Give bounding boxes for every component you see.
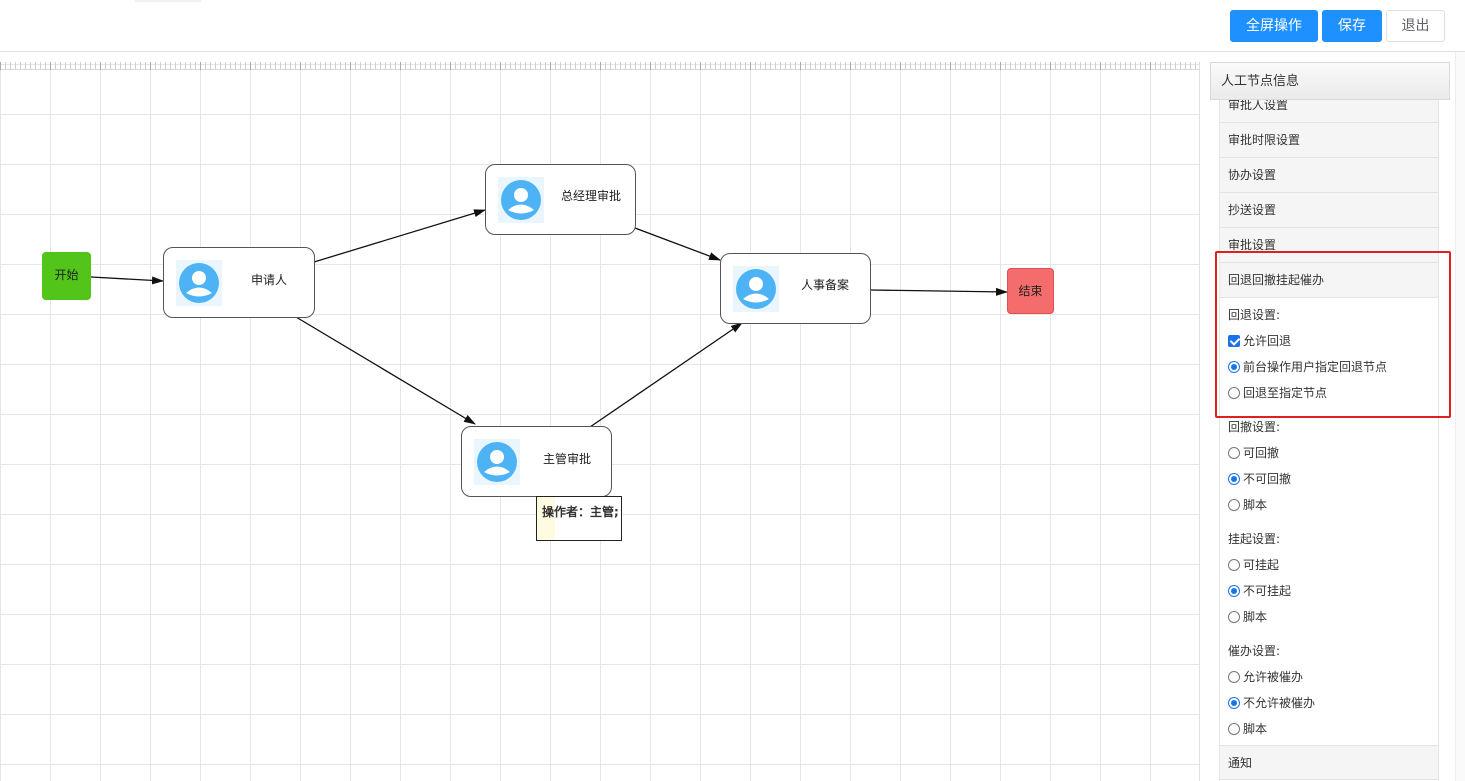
- panel-title: 人工节点信息: [1210, 62, 1450, 100]
- allow-rollback-checkbox[interactable]: 允许回退: [1228, 331, 1291, 351]
- user-avatar-icon: [176, 260, 222, 306]
- top-toolbar: 全屏操作 保存 退出: [0, 0, 1465, 52]
- suspend-option-label: 不可挂起: [1243, 584, 1292, 598]
- suspend-option-script[interactable]: 脚本: [1228, 607, 1267, 627]
- rollback-option-fixed-node[interactable]: 回退至指定节点: [1228, 383, 1327, 403]
- user-avatar-icon: [498, 177, 544, 223]
- section-cc[interactable]: 抄送设置: [1220, 193, 1438, 228]
- section-assist[interactable]: 协办设置: [1220, 158, 1438, 193]
- end-node-label: 结束: [1018, 284, 1043, 298]
- node-properties-panel: 人工节点信息 审批人设置 审批时限设置 协办设置 抄送设置 审批设置 回退回撤挂…: [1210, 62, 1450, 781]
- tooltip-stripe: [537, 497, 555, 540]
- rollback-option-user-specify[interactable]: 前台操作用户指定回退节点: [1228, 357, 1387, 377]
- exit-button[interactable]: 退出: [1386, 10, 1445, 42]
- allow-rollback-label: 允许回退: [1243, 334, 1292, 348]
- suspend-group-label: 挂起设置:: [1228, 532, 1281, 546]
- section-time-limit[interactable]: 审批时限设置: [1220, 123, 1438, 158]
- radio-icon[interactable]: [1228, 473, 1240, 485]
- withdraw-group-label: 回撤设置:: [1228, 420, 1281, 434]
- node-hr-filing[interactable]: 人事备案: [720, 253, 871, 324]
- radio-icon[interactable]: [1228, 671, 1240, 683]
- section-approver[interactable]: 审批人设置: [1220, 100, 1438, 123]
- radio-icon[interactable]: [1228, 723, 1240, 735]
- suspend-option-allowed[interactable]: 可挂起: [1228, 555, 1279, 575]
- withdraw-option-label: 脚本: [1243, 498, 1268, 512]
- radio-icon[interactable]: [1228, 559, 1240, 571]
- radio-icon[interactable]: [1228, 447, 1240, 459]
- operator-tooltip-text: 操作者：主管;: [542, 505, 619, 519]
- urge-option-script[interactable]: 脚本: [1228, 719, 1267, 739]
- urge-group-label: 催办设置:: [1228, 644, 1281, 658]
- withdraw-option-allowed[interactable]: 可回撤: [1228, 443, 1279, 463]
- operator-tooltip: 操作者：主管;: [536, 496, 622, 541]
- urge-option-denied[interactable]: 不允许被催办: [1228, 693, 1315, 713]
- tab-indicator: [135, 0, 201, 2]
- panel-body[interactable]: 审批人设置 审批时限设置 协办设置 抄送设置 审批设置 回退回撤挂起催办 回退设…: [1219, 100, 1439, 781]
- withdraw-option-denied[interactable]: 不可回撤: [1228, 469, 1291, 489]
- urge-option-label: 脚本: [1243, 722, 1268, 736]
- node-gm-approval-label: 总经理审批: [561, 189, 622, 203]
- node-hr-filing-label: 人事备案: [801, 278, 850, 292]
- start-node-label: 开始: [54, 268, 79, 282]
- fullscreen-button[interactable]: 全屏操作: [1230, 10, 1318, 42]
- rollback-group-label: 回退设置:: [1228, 308, 1281, 322]
- rollback-option-label: 回退至指定节点: [1243, 386, 1328, 400]
- end-node[interactable]: 结束: [1007, 268, 1054, 314]
- user-avatar-icon: [474, 439, 520, 485]
- urge-option-label: 允许被催办: [1243, 670, 1304, 684]
- radio-icon[interactable]: [1228, 387, 1240, 399]
- radio-icon[interactable]: [1228, 499, 1240, 511]
- node-supervisor-approval-label: 主管审批: [543, 452, 592, 466]
- withdraw-option-label: 不可回撤: [1243, 472, 1292, 486]
- section-approval[interactable]: 审批设置: [1220, 228, 1438, 263]
- urge-option-label: 不允许被催办: [1243, 696, 1316, 710]
- withdraw-option-script[interactable]: 脚本: [1228, 495, 1267, 515]
- radio-icon[interactable]: [1228, 361, 1240, 373]
- node-applicant-label: 申请人: [251, 273, 288, 287]
- section-notify[interactable]: 通知: [1220, 745, 1438, 780]
- suspend-option-label: 脚本: [1243, 610, 1268, 624]
- suspend-option-denied[interactable]: 不可挂起: [1228, 581, 1291, 601]
- section-rollback[interactable]: 回退回撤挂起催办: [1220, 263, 1438, 298]
- user-avatar-icon: [733, 266, 779, 312]
- start-node[interactable]: 开始: [42, 252, 91, 300]
- suspend-option-label: 可挂起: [1243, 558, 1280, 572]
- urge-option-allowed[interactable]: 允许被催办: [1228, 667, 1303, 687]
- radio-icon[interactable]: [1228, 585, 1240, 597]
- node-applicant[interactable]: 申请人: [163, 247, 315, 318]
- checkbox-icon[interactable]: [1228, 335, 1240, 347]
- node-gm-approval[interactable]: 总经理审批: [485, 164, 636, 235]
- save-button[interactable]: 保存: [1322, 10, 1382, 42]
- withdraw-option-label: 可回撤: [1243, 446, 1280, 460]
- page-scrollbar[interactable]: [1455, 52, 1465, 781]
- radio-icon[interactable]: [1228, 697, 1240, 709]
- radio-icon[interactable]: [1228, 611, 1240, 623]
- node-supervisor-approval[interactable]: 主管审批: [461, 426, 612, 497]
- canvas-ruler-major-ticks: [0, 62, 1200, 70]
- rollback-option-label: 前台操作用户指定回退节点: [1243, 360, 1388, 374]
